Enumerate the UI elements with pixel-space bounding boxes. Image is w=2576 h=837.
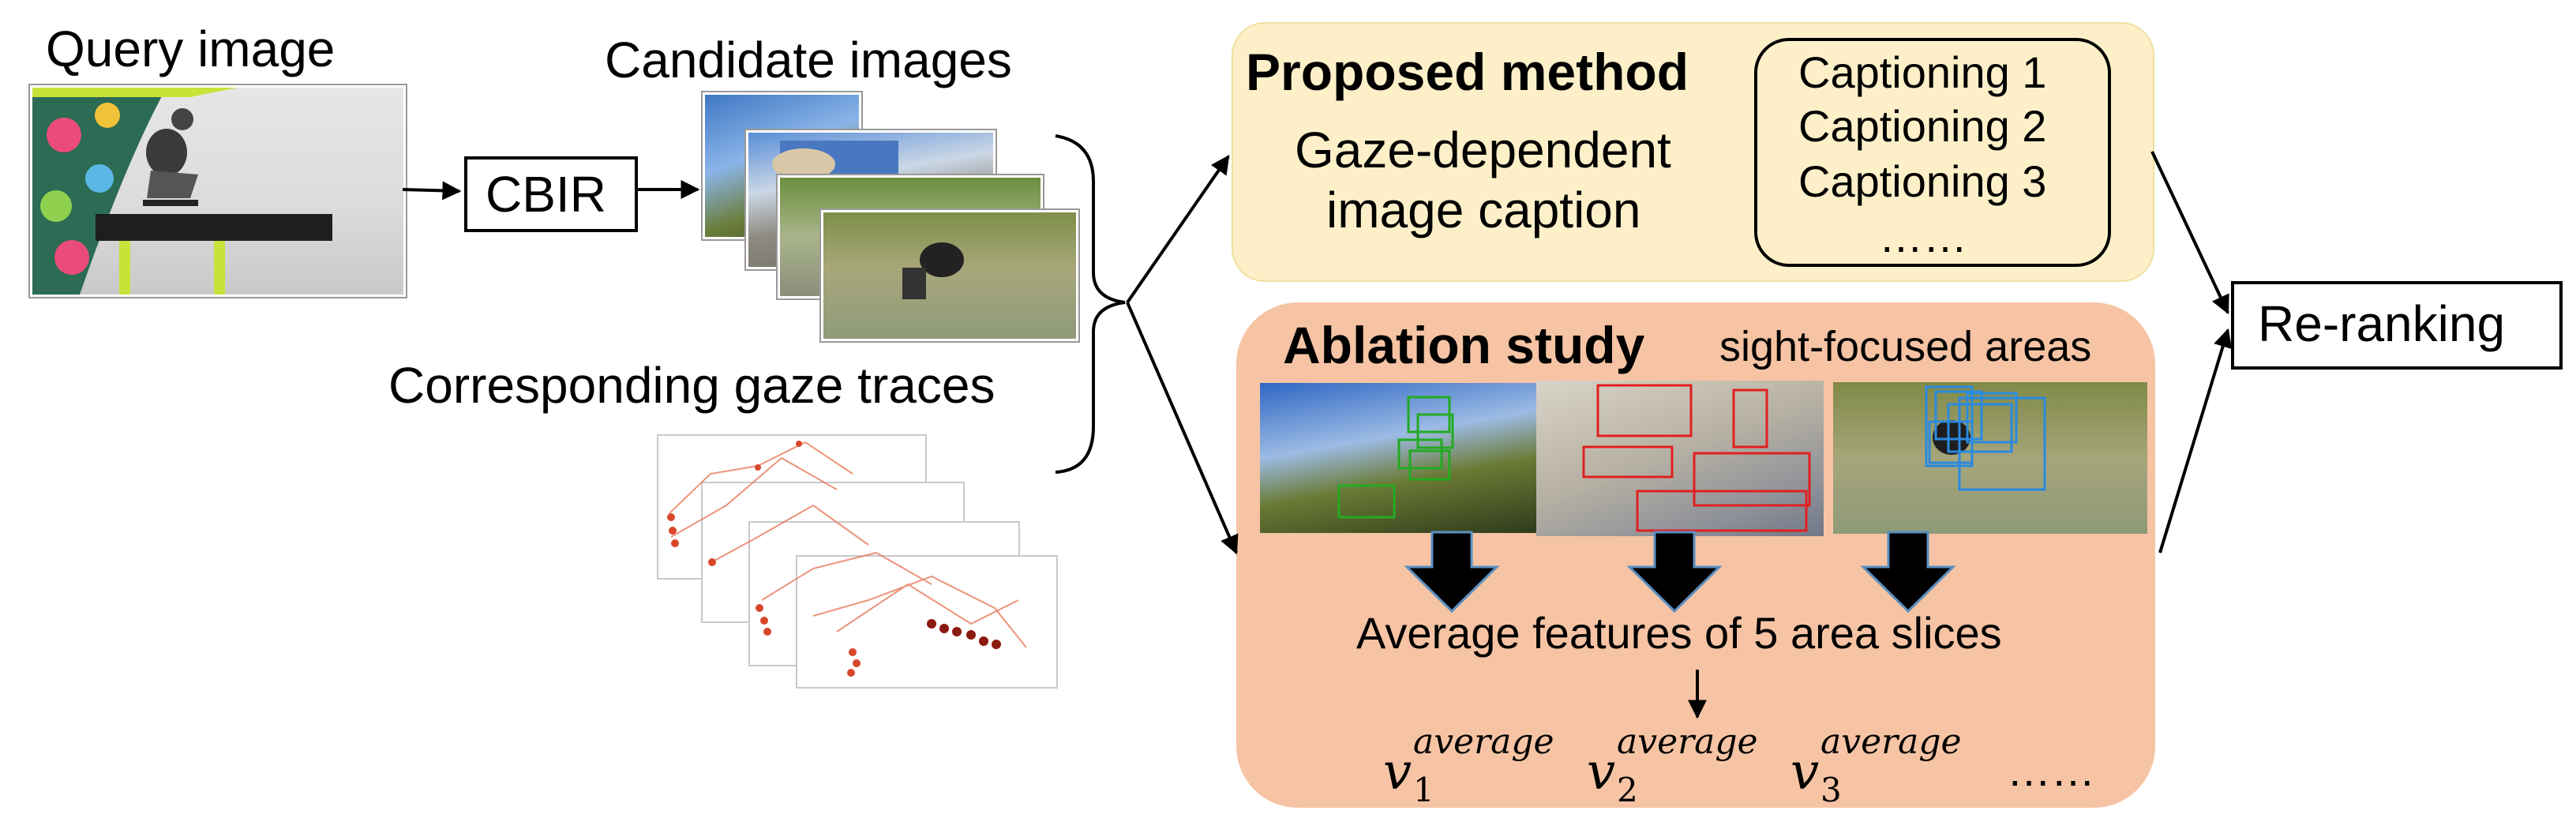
captioning-item-1: Captioning 1 xyxy=(1798,47,2047,97)
v2-subscript: 2 xyxy=(1617,771,1638,809)
v1-symbol: v xyxy=(1383,743,1412,801)
cbir-label: CBIR xyxy=(486,166,606,223)
sight-focused-label: sight-focused areas xyxy=(1719,323,2092,370)
reranking-label: Re-ranking xyxy=(2258,295,2506,352)
captioning-ellipsis: …… xyxy=(1879,212,1967,261)
vector-ellipsis: …… xyxy=(2007,745,2095,795)
gaze-caption-line1: Gaze-dependent xyxy=(1295,122,1671,178)
ablation-study-title: Ablation study xyxy=(1283,316,1645,374)
v3-symbol: v xyxy=(1790,743,1820,801)
average-features-label: Average features of 5 area slices xyxy=(1356,608,2002,658)
v2-symbol: v xyxy=(1587,743,1616,801)
area-image-green xyxy=(1260,383,1543,533)
captioning-box xyxy=(1754,38,2111,267)
query-image-label: Query image xyxy=(46,21,336,77)
proposed-method-title: Proposed method xyxy=(1246,43,1689,101)
area-image-red xyxy=(1536,381,1824,536)
v3-superscript: average xyxy=(1820,722,1962,762)
gaze-caption-line2: image caption xyxy=(1326,182,1641,238)
reranking-box xyxy=(2231,281,2563,370)
candidate-image-4 xyxy=(821,210,1078,341)
v1-subscript: 1 xyxy=(1413,771,1434,809)
gaze-traces-label: Corresponding gaze traces xyxy=(388,357,996,414)
captioning-item-2: Captioning 2 xyxy=(1798,101,2047,151)
v1-superscript: average xyxy=(1413,722,1554,762)
feature-vectors: v average 1 v average 2 v average 3 …… xyxy=(1383,725,2125,812)
gaze-trace-4 xyxy=(796,555,1058,689)
cbir-box xyxy=(464,156,638,232)
v2-superscript: average xyxy=(1617,722,1758,762)
query-image xyxy=(30,85,406,297)
v3-subscript: 3 xyxy=(1820,771,1842,809)
area-image-blue xyxy=(1833,382,2147,534)
captioning-item-3: Captioning 3 xyxy=(1798,156,2047,206)
candidate-images-label: Candidate images xyxy=(605,32,1012,88)
